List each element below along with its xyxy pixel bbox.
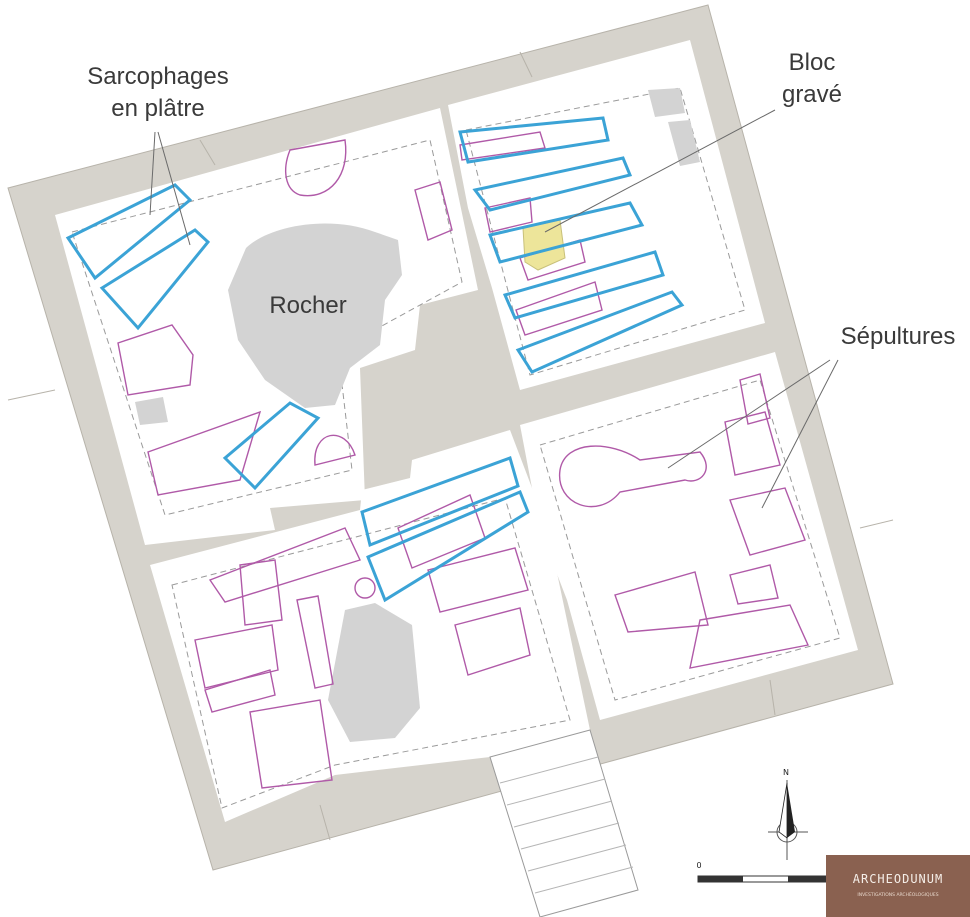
- sarcophagus-10: [366, 490, 530, 603]
- excavation-limit-se: [539, 379, 841, 701]
- rock-south: [328, 603, 420, 742]
- rock-small-nw: [135, 397, 168, 425]
- stairs: [489, 729, 639, 917]
- label-sarcophages-line1: Sarcophages: [87, 63, 228, 90]
- rock-small-ne-1: [648, 88, 685, 117]
- logo-subtitle: INVESTIGATIONS ARCHÉOLOGIQUES: [857, 890, 938, 898]
- graves: [117, 131, 810, 789]
- sarcophagus-3: [222, 401, 321, 491]
- label-sepultures: Sépultures: [841, 323, 956, 350]
- sarcophagus-7: [502, 250, 665, 320]
- plaster-sarcophagi: [65, 116, 685, 603]
- wall-joints: [7, 51, 894, 841]
- sarcophagus-1: [65, 183, 193, 281]
- sarcophagus-2: [99, 228, 211, 331]
- rock-rocher: [228, 223, 402, 408]
- label-rocher: Rocher: [269, 292, 346, 319]
- sarcophagus-5: [472, 156, 633, 212]
- excavation-limit-ne: [465, 87, 746, 376]
- label-bloc-line1: Bloc: [789, 49, 836, 76]
- excavation-limit-sw: [171, 497, 571, 809]
- sarcophagus-9: [360, 456, 520, 548]
- label-sarcophages-line2: en plâtre: [111, 95, 204, 122]
- archeodunum-logo: ARCHEODUNUM INVESTIGATIONS ARCHÉOLOGIQUE…: [826, 855, 970, 917]
- leader-lines: [149, 109, 839, 509]
- sarcophagus-8: [515, 290, 685, 374]
- logo-text: ARCHEODUNUM: [853, 872, 943, 886]
- north-arrow-icon: N: [768, 768, 808, 860]
- scale-zero: 0: [696, 861, 701, 870]
- sarcophagus-6: [487, 201, 645, 264]
- label-bloc-line2: gravé: [782, 81, 842, 108]
- north-letter: N: [783, 768, 789, 777]
- sarcophagus-4: [458, 116, 610, 164]
